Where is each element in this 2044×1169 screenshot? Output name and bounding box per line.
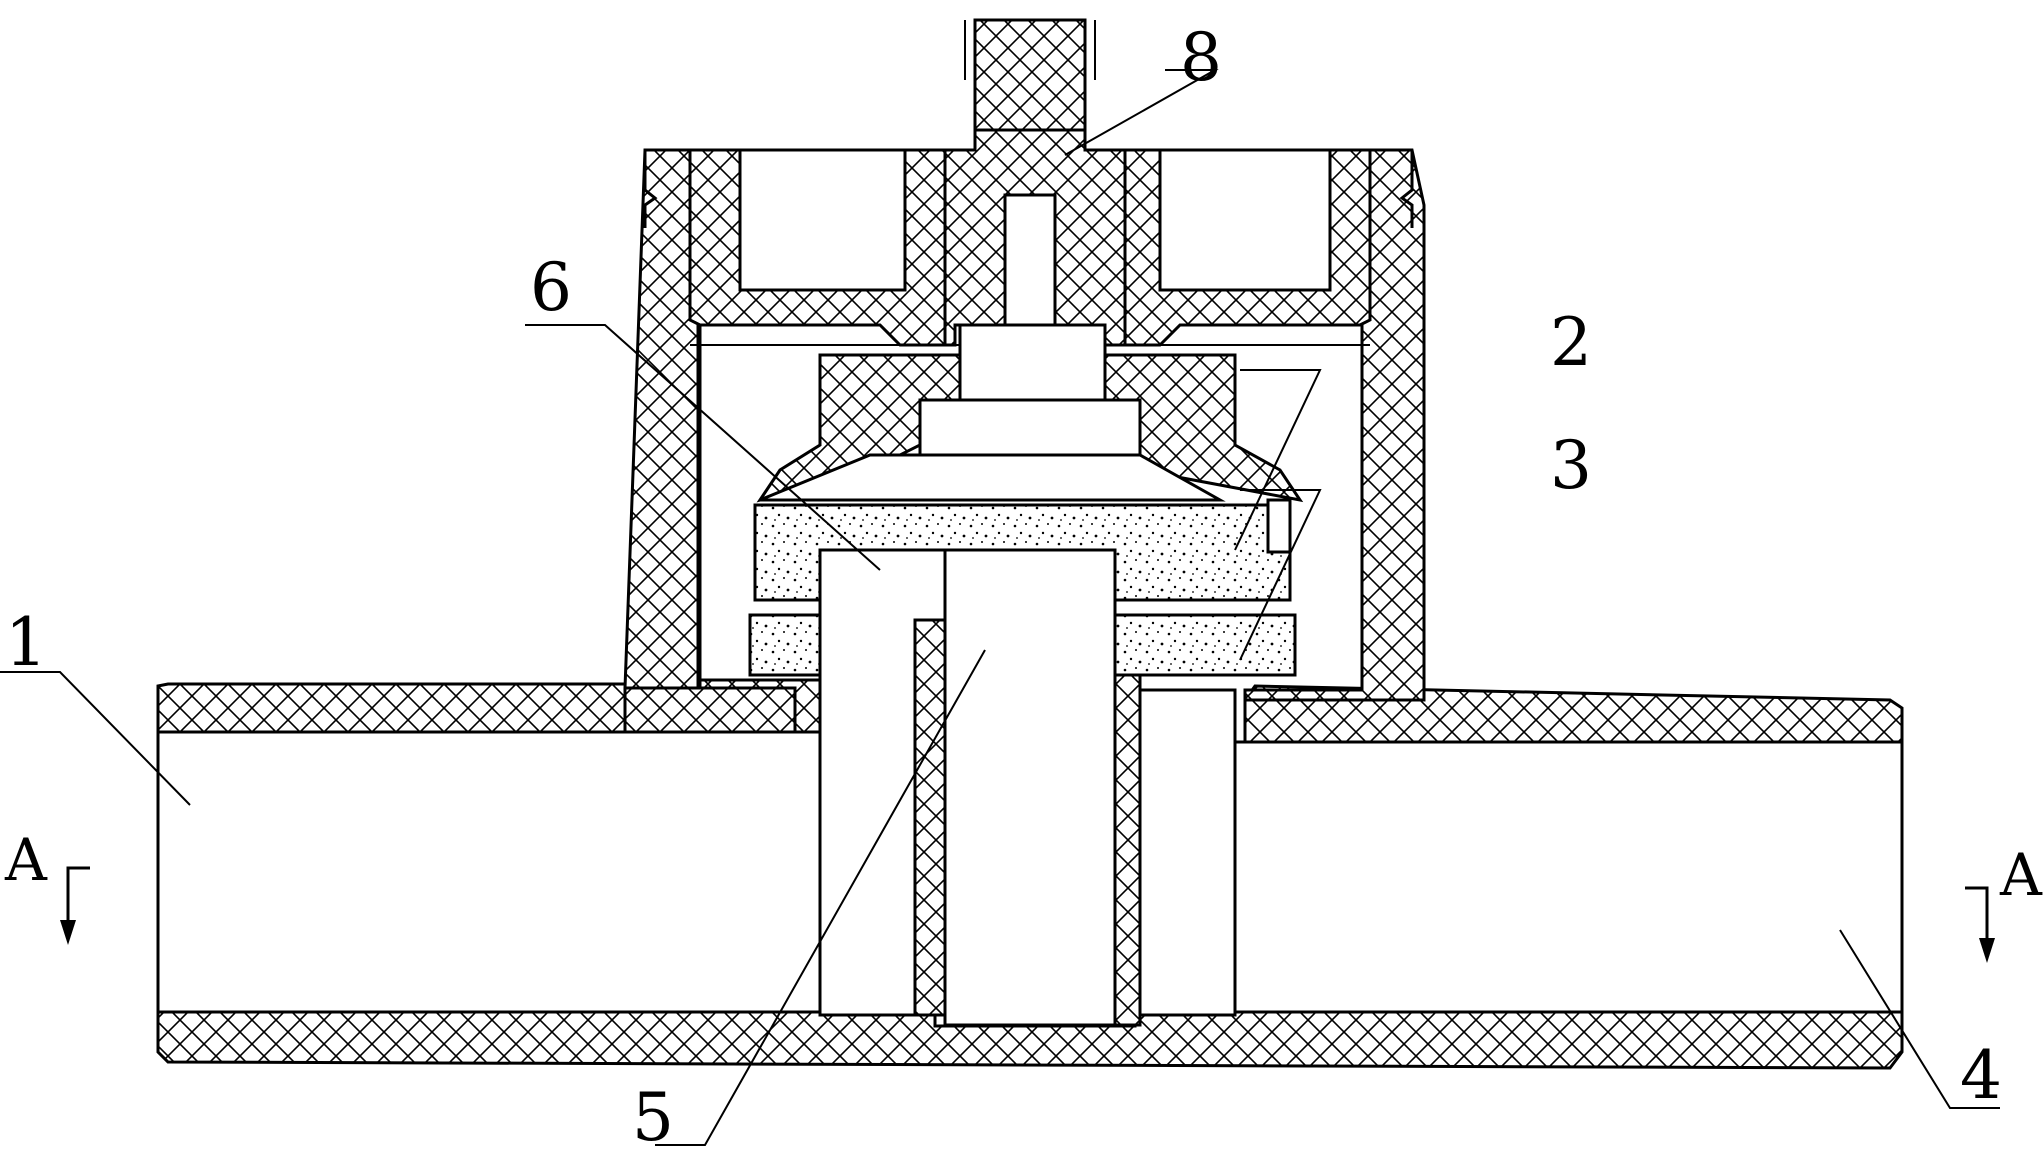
label-part-5: 5 (632, 1079, 674, 1156)
leader-lines (0, 69, 2000, 1146)
coil-holder (688, 148, 1372, 347)
label-part-3: 3 (1550, 427, 1592, 504)
passage-parts-5-6 (818, 548, 1237, 1027)
section-label-left: A (4, 826, 48, 894)
label-part-2: 2 (1550, 304, 1592, 381)
section-arrow-left (60, 866, 90, 945)
label-part-6: 6 (530, 249, 572, 326)
section-label-right: A (1999, 841, 2043, 909)
plunger-block (756, 323, 1304, 503)
stem-part-8 (943, 18, 1127, 347)
label-part-4: 4 (1960, 1037, 2002, 1114)
label-part-1: 1 (5, 604, 47, 681)
label-part-8: 8 (1180, 19, 1222, 96)
section-arrow-right (1965, 886, 1995, 963)
